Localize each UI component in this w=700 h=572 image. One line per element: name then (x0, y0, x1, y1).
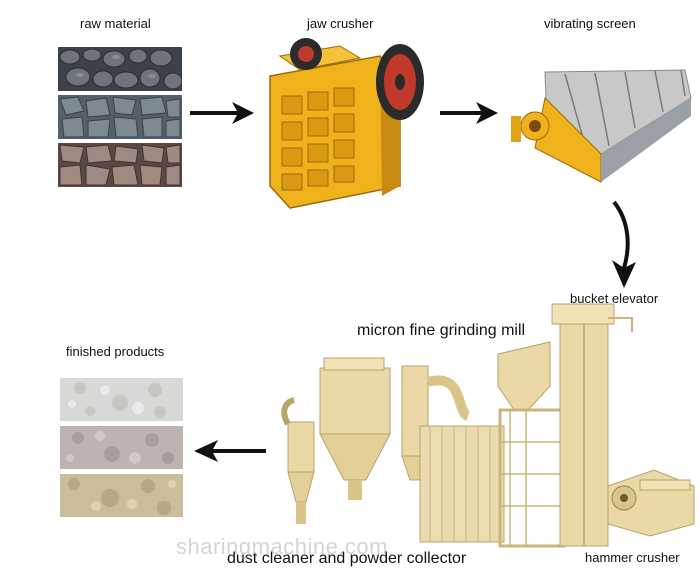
finished-products-label: finished products (66, 344, 165, 359)
finished-powder-tile-beige (60, 474, 183, 517)
vibrating-screen-machine (511, 69, 692, 183)
raw-stone-tile-grey (58, 95, 182, 139)
bucket-elevator-label: bucket elevator (570, 291, 659, 306)
watermark: sharingmachine.com (176, 534, 388, 559)
finished-powder-tile-white (60, 378, 183, 421)
grinding-mill-label: micron fine grinding mill (357, 322, 526, 339)
arrow-right-icon (440, 102, 498, 124)
arrow-left-icon (194, 440, 266, 462)
arrow-down-icon (612, 200, 636, 288)
hammer-crusher-label: hammer crusher (585, 550, 680, 565)
raw-stone-tile-brown (58, 143, 182, 187)
finished-powder-tile-pink (60, 426, 183, 469)
vibrating-screen-label: vibrating screen (544, 16, 636, 31)
jaw-crusher-label: jaw crusher (307, 16, 374, 31)
grinding-plant-machine (281, 303, 695, 548)
raw-stone-tile-dark (58, 47, 182, 91)
arrow-right-icon (190, 102, 254, 124)
jaw-crusher-machine (269, 38, 424, 209)
raw-material-label: raw material (80, 16, 151, 31)
dust-collector-label: dust cleaner and powder collector (227, 550, 467, 567)
